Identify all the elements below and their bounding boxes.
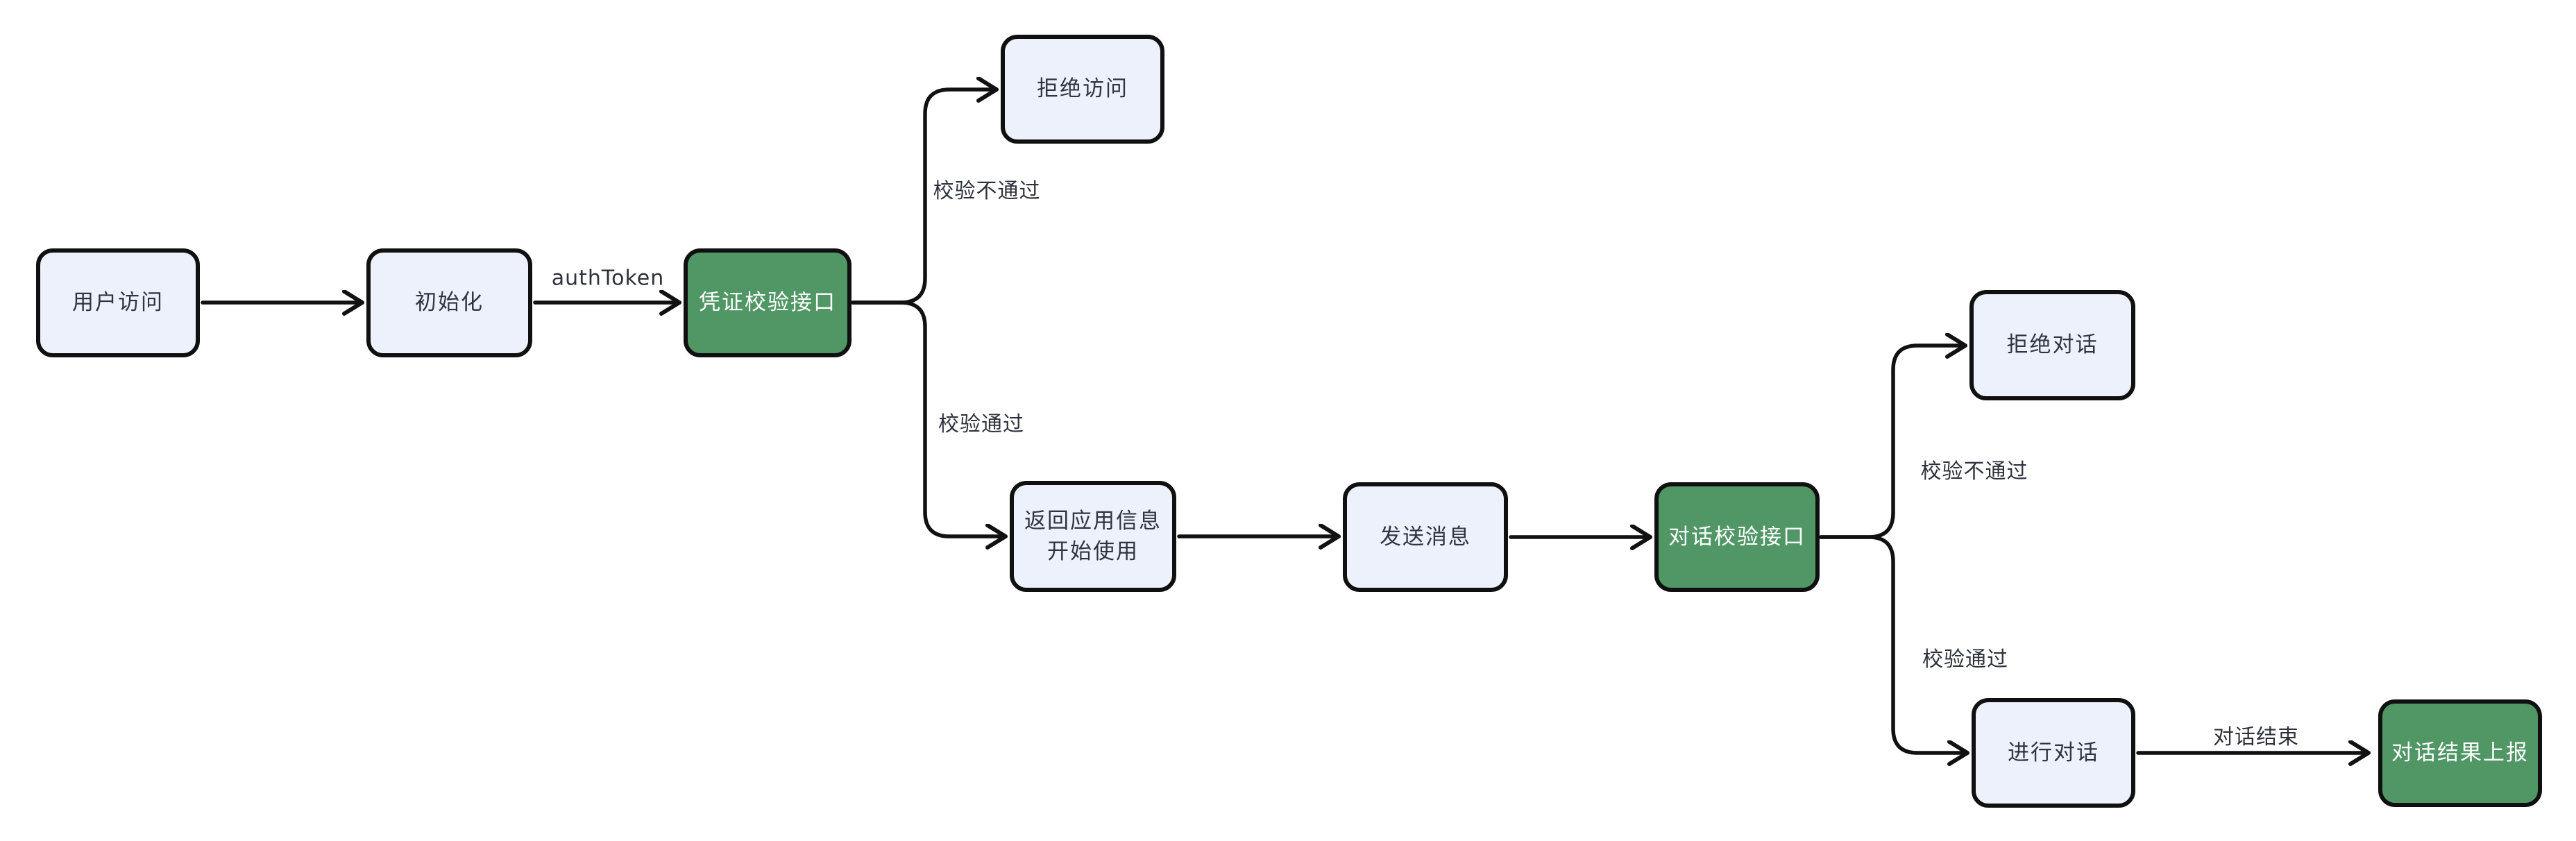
edge-credential-check-to-deny-access [851, 90, 997, 305]
edge-label-check-pass-1: 校验通过 [938, 412, 1024, 436]
node-init: 初始化 [366, 248, 532, 357]
node-deny-dialog: 拒绝对话 [1969, 290, 2135, 400]
edge-label-auth-token: authToken [551, 266, 665, 291]
node-user-access: 用户访问 [36, 248, 200, 357]
node-dialog-check-api: 对话校验接口 [1654, 482, 1820, 592]
edge-label-check-pass-2: 校验通过 [1922, 647, 2008, 672]
node-report-dialog-result: 对话结果上报 [2378, 699, 2542, 807]
edge-label-dialog-end: 对话结束 [2213, 725, 2299, 749]
edge-credential-check-to-return-app-info [851, 300, 1006, 536]
edge-label-check-fail-2: 校验不通过 [1920, 459, 2028, 484]
edge-label-check-fail-1: 校验不通过 [933, 179, 1041, 203]
node-return-app-info: 返回应用信息 开始使用 [1010, 481, 1176, 592]
edge-dialog-check-to-conduct-dialog [1819, 535, 1967, 753]
node-send-message: 发送消息 [1343, 482, 1508, 592]
node-credential-check-api: 凭证校验接口 [684, 248, 851, 357]
node-deny-access: 拒绝访问 [1001, 35, 1164, 144]
node-conduct-dialog: 进行对话 [1972, 698, 2135, 808]
edge-dialog-check-to-deny-dialog [1819, 346, 1965, 539]
